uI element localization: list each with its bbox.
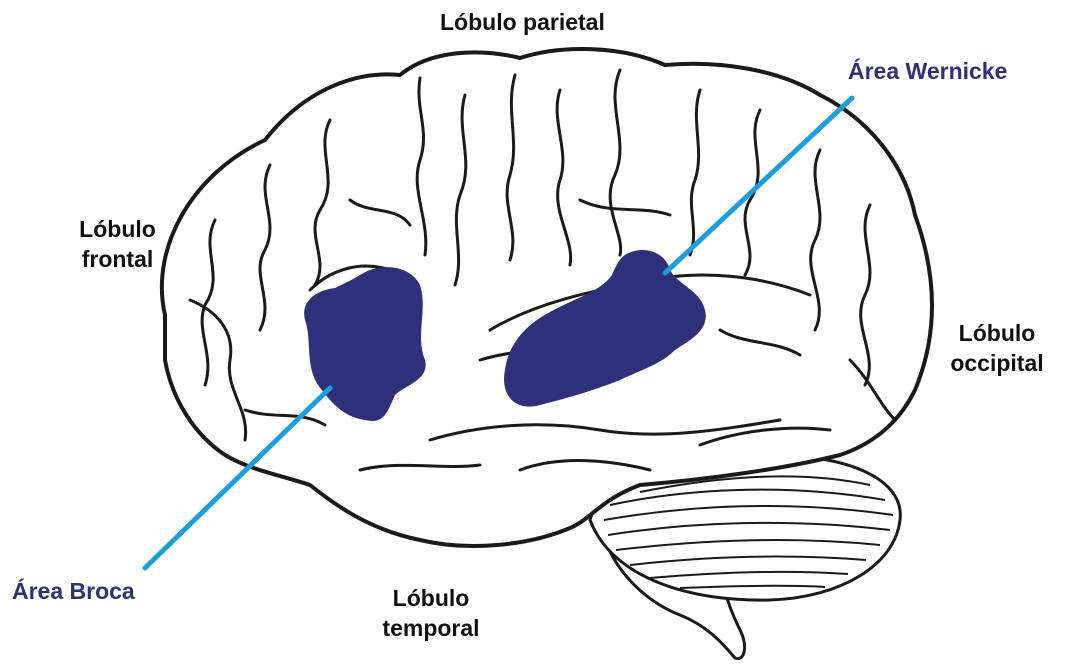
label-temporal-line1: Lóbulo (366, 583, 496, 613)
label-parietal-lobe: Lóbulo parietal (440, 7, 605, 37)
label-frontal-line1: Lóbulo (60, 214, 175, 244)
label-parietal-text: Lóbulo parietal (440, 7, 605, 37)
label-broca-text: Área Broca (12, 576, 135, 606)
label-temporal-line2: temporal (366, 613, 496, 643)
label-wernicke-text: Área Wernicke (848, 56, 1007, 86)
label-occipital-lobe: Lóbulo occipital (932, 318, 1062, 378)
label-wernicke-area: Área Wernicke (848, 56, 1007, 86)
label-occipital-line2: occipital (932, 348, 1062, 378)
label-temporal-lobe: Lóbulo temporal (366, 583, 496, 643)
label-frontal-lobe: Lóbulo frontal (60, 214, 175, 274)
label-occipital-line1: Lóbulo (932, 318, 1062, 348)
label-broca-area: Área Broca (12, 576, 135, 606)
label-frontal-line2: frontal (60, 244, 175, 274)
